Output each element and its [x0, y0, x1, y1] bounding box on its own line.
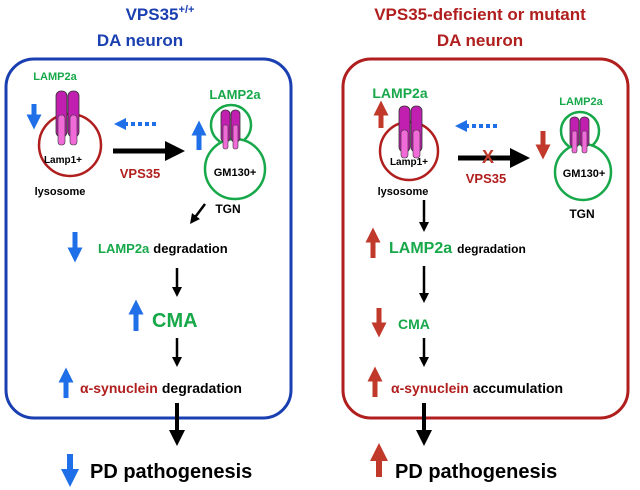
left-asyn-label: α-synuclein	[80, 380, 158, 396]
right-lamp2a-big-label: LAMP2a	[372, 85, 427, 101]
right-cma-label: CMA	[398, 316, 430, 332]
left-cma-label: CMA	[152, 310, 198, 332]
left-pd-label: PD pathogenesis	[90, 461, 252, 483]
right-lamp1-label: Lamp1+	[390, 157, 428, 168]
left-asyn-text: degradation	[162, 380, 242, 396]
right-subtitle: DA neuron	[437, 31, 523, 50]
left-title-main: VPS35	[126, 5, 179, 24]
right-tgn-label: TGN	[569, 207, 594, 221]
left-lysosome-label: lysosome	[35, 186, 86, 198]
right-step1-lamp2a: LAMP2a	[389, 240, 452, 257]
right-vps35-label: VPS35	[466, 171, 506, 186]
right-pd-label: PD pathogenesis	[395, 461, 557, 483]
right-block-mark: X	[482, 147, 494, 167]
right-neuron-frame	[341, 57, 630, 420]
left-neuron-frame	[4, 57, 293, 420]
right-lamp2a-degradation: LAMP2a degradation	[389, 240, 526, 257]
right-step1-degradation: degradation	[457, 242, 526, 256]
left-gm130-label: GM130+	[214, 167, 257, 179]
right-lysosome-lamp2a-dimer	[398, 105, 423, 159]
left-tgn-label: TGN	[215, 202, 240, 216]
right-tgn-lamp2a-dimer	[569, 116, 590, 154]
right-tgn-lamp2a-label: LAMP2a	[559, 96, 603, 108]
left-panel: VPS35+/+ DA neuron LAMP2a Lamp1+ lysosom…	[4, 4, 293, 487]
right-asyn-text: accumulation	[473, 380, 563, 396]
left-step1-lamp2a: LAMP2a	[98, 241, 150, 256]
left-title-sup: +/+	[179, 4, 195, 16]
left-tgn-lamp2a-dimer	[220, 109, 241, 150]
left-lamp2a-small-label: LAMP2a	[33, 71, 77, 83]
left-lamp1-label: Lamp1+	[44, 155, 82, 166]
left-vps35-label: VPS35	[120, 166, 160, 181]
right-title: VPS35-deficient or mutant	[374, 5, 586, 24]
left-title: VPS35+/+	[126, 4, 195, 24]
left-subtitle: DA neuron	[97, 31, 183, 50]
right-gm130-label: GM130+	[563, 168, 606, 180]
left-tgn-pointer-arrow	[190, 203, 206, 224]
right-panel: VPS35-deficient or mutant DA neuron LAMP…	[341, 5, 630, 483]
left-tgn-lamp2a-label: LAMP2a	[209, 87, 261, 102]
right-lysosome-label: lysosome	[378, 186, 429, 198]
left-lysosome-lamp2a-dimer	[55, 90, 80, 146]
left-step1-degradation: degradation	[153, 241, 227, 256]
right-asyn-label: α-synuclein	[391, 380, 469, 396]
